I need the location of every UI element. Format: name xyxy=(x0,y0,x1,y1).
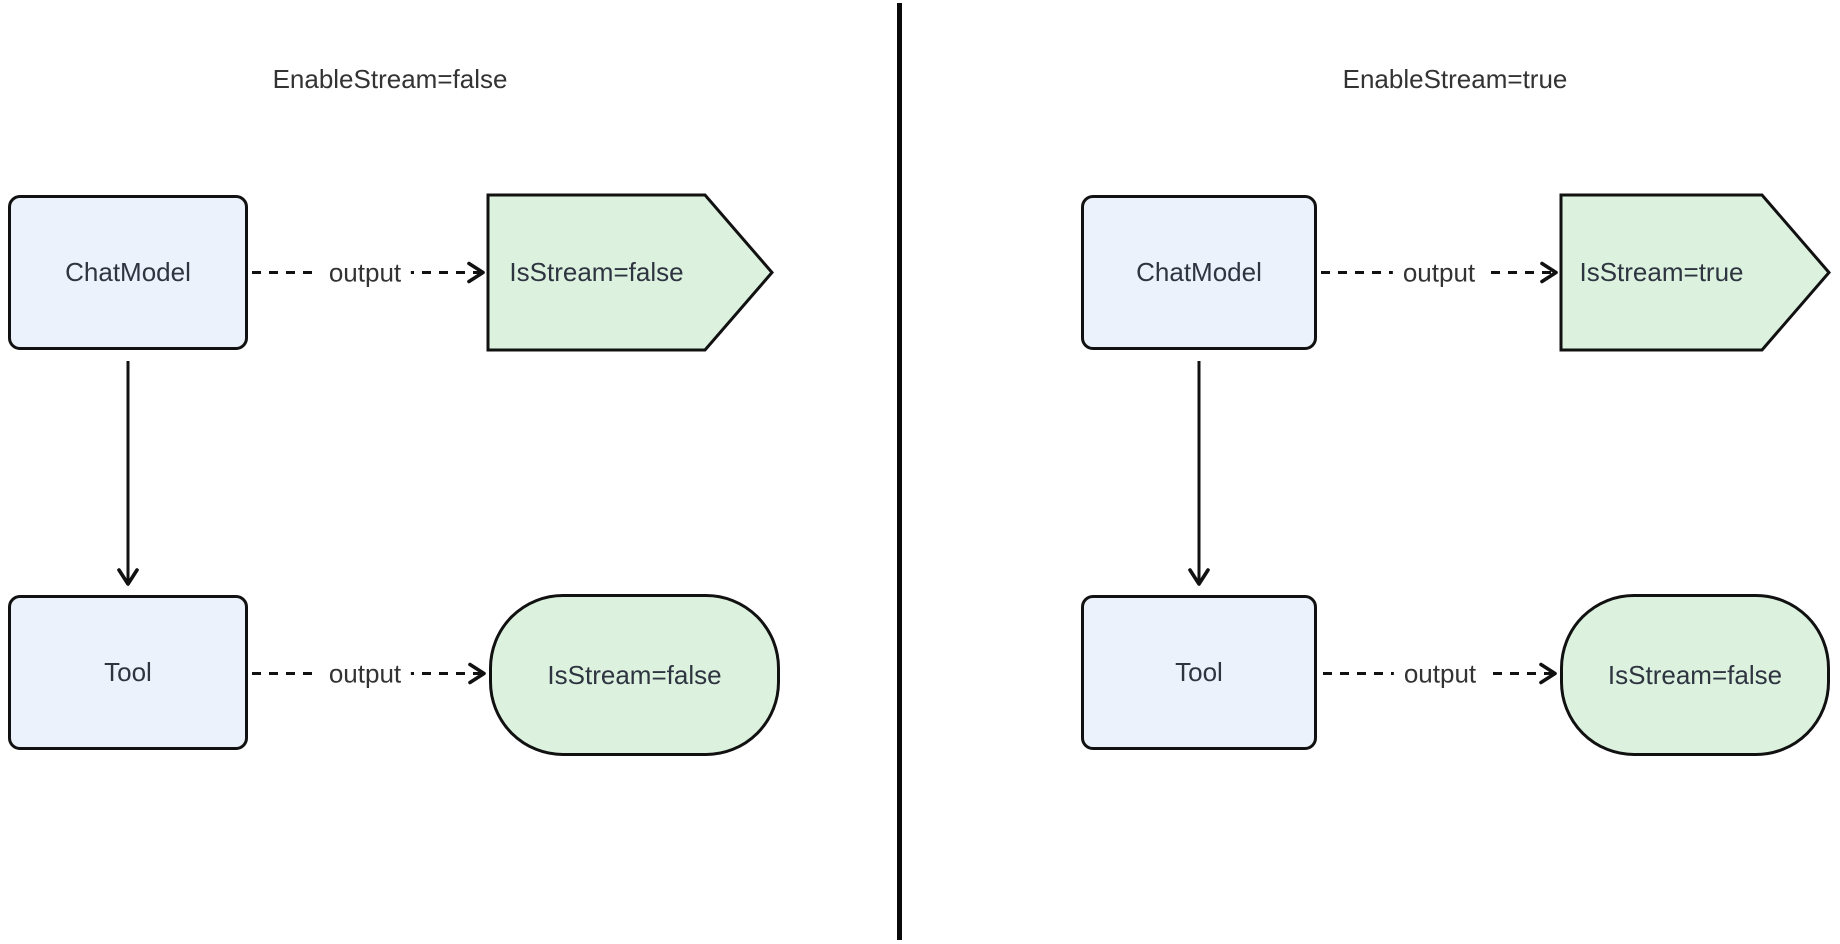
panel-divider xyxy=(897,3,902,940)
left-tool-node: Tool xyxy=(8,595,248,750)
right-isstream-stadium-label: IsStream=false xyxy=(1607,659,1783,690)
right-chatmodel-node: ChatModel xyxy=(1081,195,1317,350)
left-tool-label: Tool xyxy=(104,657,152,687)
left-chatmodel-output-edge-label: output xyxy=(318,255,412,290)
right-isstream-pentagon-label: IsStream=true xyxy=(1579,257,1744,287)
left-isstream-pentagon-label: IsStream=false xyxy=(509,257,684,287)
right-panel-title: EnableStream=true xyxy=(1342,64,1568,94)
right-tool-node: Tool xyxy=(1081,595,1317,750)
left-tool-output-edge-label: output xyxy=(318,656,412,691)
right-isstream-pentagon-node: IsStream=true xyxy=(1561,195,1762,350)
right-chatmodel-label: ChatModel xyxy=(1136,257,1262,287)
right-tool-output-edge-label: output xyxy=(1393,656,1487,691)
right-chatmodel-output-edge-label: output xyxy=(1392,255,1486,290)
left-isstream-pentagon-node: IsStream=false xyxy=(488,195,705,350)
right-isstream-stadium-node: IsStream=false xyxy=(1560,594,1830,756)
left-chatmodel-node: ChatModel xyxy=(8,195,248,350)
left-isstream-stadium-node: IsStream=false xyxy=(489,594,780,756)
right-tool-label: Tool xyxy=(1175,657,1223,687)
left-panel-title: EnableStream=false xyxy=(272,64,508,94)
left-isstream-stadium-label: IsStream=false xyxy=(547,659,722,690)
left-chatmodel-label: ChatModel xyxy=(65,257,191,287)
